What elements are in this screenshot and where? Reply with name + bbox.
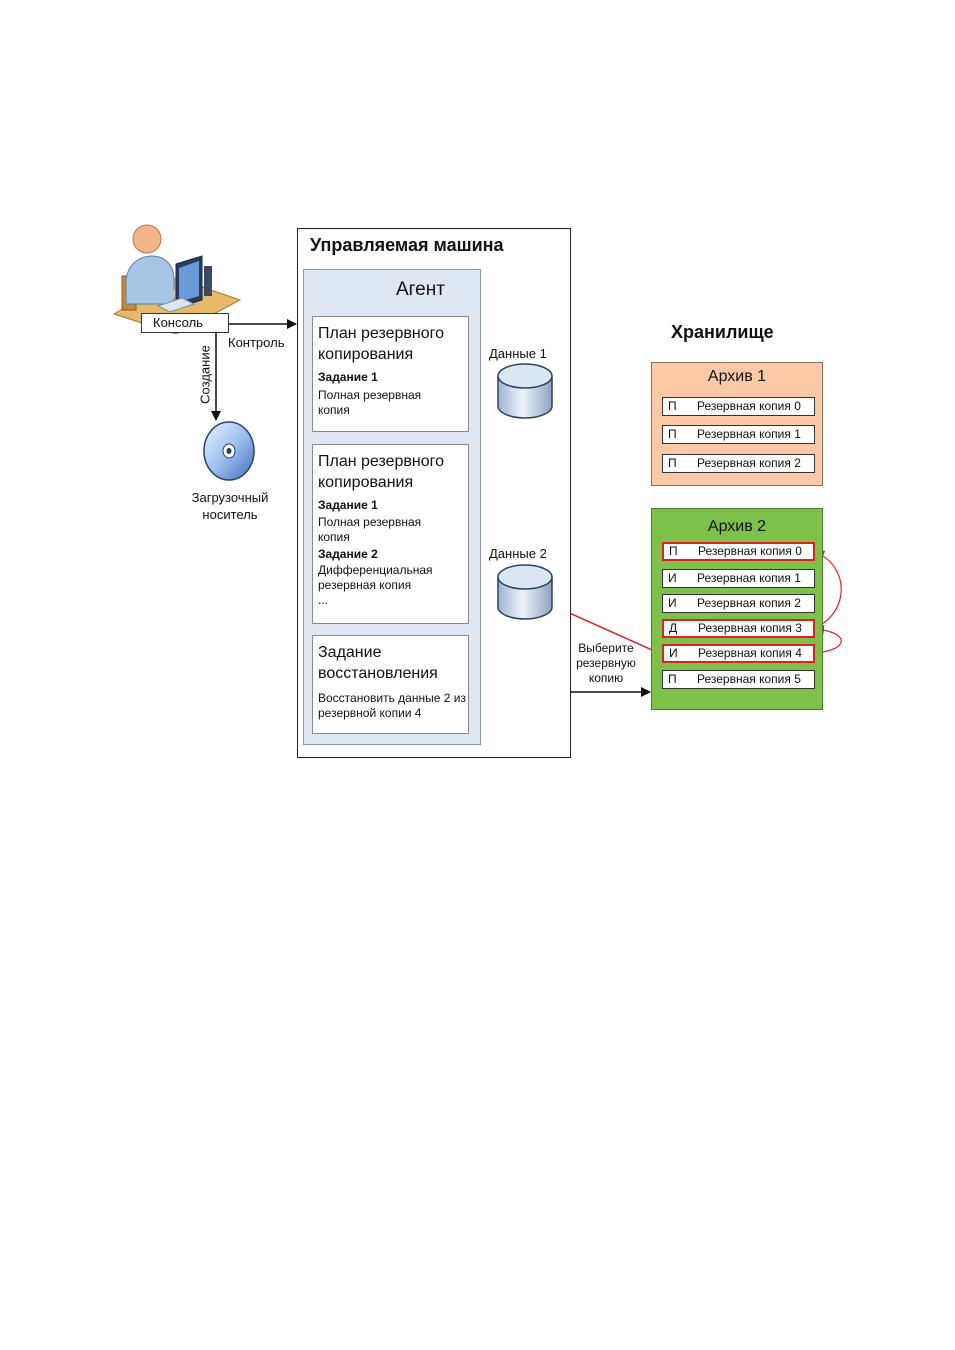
backup-name: Резервная копия 2 [697,596,801,610]
storage-title: Хранилище [671,322,774,342]
backup-name: Резервная копия 3 [698,621,802,635]
plan-title: План резервного копирования [318,325,445,363]
managed-machine-title: Управляемая машина [310,235,504,255]
backup-name: Резервная копия 0 [697,399,801,413]
backup-name: Резервная копия 1 [697,571,801,585]
backup-name: Резервная копия 5 [697,672,801,686]
console-box [141,313,229,333]
dependency-arrow-4-3 [814,624,842,654]
backup-item: П Резервная копия 0 [662,542,815,561]
backup-name: Резервная копия 4 [698,646,802,660]
backup-type: И [668,596,677,610]
archive-title: Архив 1 [707,368,767,385]
user-at-computer-icon [112,224,242,334]
console-label: Консоль [153,315,203,330]
backup-plan-1: План резервного копирования Задание 1 По… [312,316,469,432]
backup-type: Д [669,621,678,635]
archive-1: Архив 1 П Резервная копия 0 П Резервная … [651,362,823,486]
archive-title: Архив 2 [707,518,767,535]
backup-type: П [668,672,677,686]
backup-plan-2: План резервного копирования Задание 1 По… [312,444,469,624]
backup-item: П Резервная копия 5 [662,670,815,689]
create-label: Создание [197,345,213,404]
data-1-cylinder-icon [497,363,553,419]
backup-item: И Резервная копия 2 [662,594,815,613]
select-backup-label: Выберите резервную копию [576,641,636,685]
task-desc: Полная резервная копия [318,515,422,544]
plan-title: План резервного копирования [318,453,445,491]
backup-item: П Резервная копия 0 [662,397,815,416]
backup-type: И [669,646,678,660]
backup-item: П Резервная копия 1 [662,425,815,444]
backup-name: Резервная копия 1 [697,427,801,441]
boot-media-label: Загрузочный носитель [191,490,269,522]
control-label: Контроль [228,335,285,350]
task-label: Задание 1 [318,370,378,384]
archive-2: Архив 2 П Резервная копия 0 И Резервная … [651,508,823,710]
agent-title: Агент [396,279,445,300]
recovery-desc: Восстановить данные 2 из резервной копии… [318,691,466,720]
backup-type: П [668,399,677,413]
data-2-cylinder-icon [497,564,553,620]
dependency-arrow-3-0 [814,550,842,629]
task-label: Задание 1 [318,498,378,512]
task-desc: Дифференциальная резервная копия [318,563,433,592]
ellipsis: ... [318,593,329,607]
backup-item: П Резервная копия 2 [662,454,815,473]
backup-type: П [668,456,677,470]
task-label: Задание 2 [318,547,378,561]
data-2-label: Данные 2 [489,546,547,561]
recovery-title: Задание восстановления [318,644,438,682]
backup-name: Резервная копия 2 [697,456,801,470]
backup-type: И [668,571,677,585]
task-desc: Полная резервная копия [318,388,422,417]
boot-disc-icon [203,421,255,481]
backup-type: П [669,544,678,558]
backup-item: И Резервная копия 1 [662,569,815,588]
backup-item: И Резервная копия 4 [662,644,815,663]
recovery-task: Задание восстановления Восстановить данн… [312,635,469,734]
backup-type: П [668,427,677,441]
backup-name: Резервная копия 0 [698,544,802,558]
backup-item: Д Резервная копия 3 [662,619,815,638]
data-1-label: Данные 1 [489,346,547,361]
